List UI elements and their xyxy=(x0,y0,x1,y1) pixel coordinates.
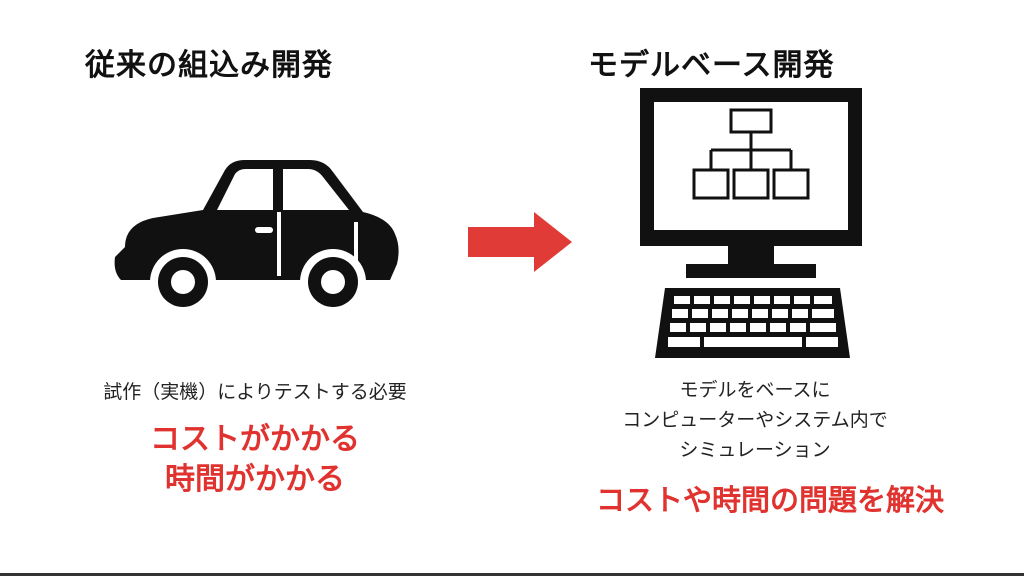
right-description-line: コンピューターやシステム内で xyxy=(622,409,888,431)
bottom-divider xyxy=(0,573,1024,576)
right-title: モデルベース開発 xyxy=(588,48,835,83)
computer-icon xyxy=(640,88,870,360)
time-problem: 時間がかかる xyxy=(165,462,345,497)
left-description: 試作（実機）によりテストする必要 xyxy=(103,381,407,403)
right-description-line: モデルをベースに xyxy=(679,379,831,401)
left-title: 従来の組込み開発 xyxy=(85,48,333,83)
right-description-line: シミュレーション xyxy=(679,439,831,461)
left-problems: コストがかかる 時間がかかる xyxy=(60,420,450,500)
right-solution: コストや時間の問題を解決 xyxy=(595,483,944,517)
cost-problem: コストがかかる xyxy=(150,422,360,457)
car-icon xyxy=(105,152,405,322)
arrow-right-icon xyxy=(468,212,572,272)
right-description: モデルをベースに コンピューターやシステム内で シミュレーション xyxy=(560,375,950,465)
